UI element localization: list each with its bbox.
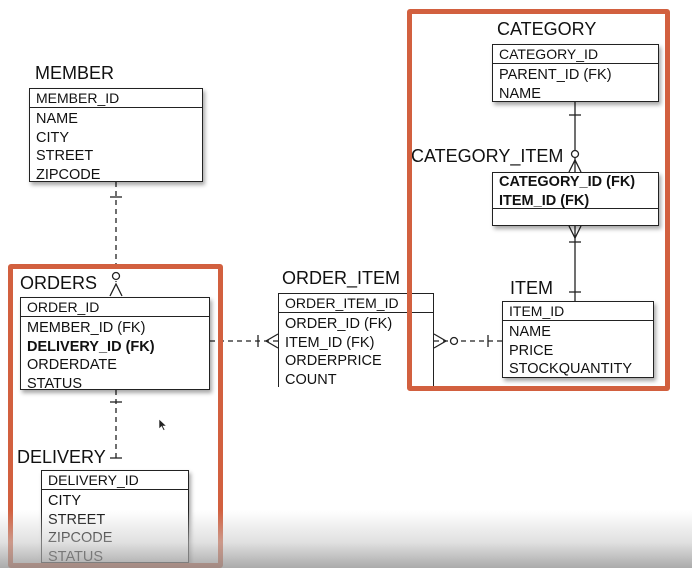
- member-attr: ZIPCODE: [36, 166, 101, 183]
- orders-attr: ORDERDATE: [27, 357, 117, 373]
- category-item-attr: ITEM_ID (FK): [499, 192, 590, 209]
- category-item-attrs: CATEGORY_ID (FK) ITEM_ID (FK): [493, 173, 658, 212]
- orders-attr: MEMBER_ID (FK): [27, 320, 146, 336]
- category-pk: CATEGORY_ID: [493, 45, 658, 64]
- order-item-attr: ORDER_ID (FK): [285, 316, 393, 332]
- order-item-attr: ITEM_ID (FK): [285, 334, 375, 351]
- order-item-attr: COUNT: [285, 371, 337, 388]
- category-item-attr: CATEGORY_ID (FK): [499, 174, 636, 190]
- order-item-pk: ORDER_ITEM_ID: [279, 294, 433, 313]
- mouse-cursor-icon: [158, 418, 168, 431]
- category-attrs: PARENT_ID (FK) NAME: [493, 64, 658, 105]
- member-attrs: NAME CITY STREET ZIPCODE: [30, 108, 202, 186]
- orders-delivery-highlight: [8, 264, 223, 568]
- orders-entity[interactable]: ORDER_ID MEMBER_ID (FK) DELIVERY_ID (FK)…: [20, 297, 210, 392]
- order-item-attrs: ORDER_ID (FK) ITEM_ID (FK) ORDERPRICE CO…: [279, 313, 433, 391]
- item-attr: NAME: [509, 324, 551, 340]
- orders-title: ORDERS: [20, 273, 98, 293]
- order-item-title: ORDER_ITEM: [282, 268, 401, 288]
- orders-pk: ORDER_ID: [21, 298, 209, 317]
- order-item-attr: ORDERPRICE: [285, 353, 382, 369]
- member-pk: MEMBER_ID: [30, 89, 202, 108]
- item-attrs: NAME PRICE STOCKQUANTITY: [503, 321, 653, 381]
- member-attr: CITY: [36, 129, 70, 146]
- category-attr: PARENT_ID (FK): [499, 67, 612, 83]
- orders-attrs: MEMBER_ID (FK) DELIVERY_ID (FK) ORDERDAT…: [21, 317, 209, 395]
- category-item-highlight: [407, 9, 670, 391]
- item-title: ITEM: [510, 278, 553, 298]
- delivery-title: DELIVERY: [17, 447, 106, 467]
- category-entity[interactable]: CATEGORY_ID PARENT_ID (FK) NAME: [492, 44, 659, 102]
- item-attr: STOCKQUANTITY: [509, 361, 632, 377]
- category-attr: NAME: [499, 85, 541, 102]
- item-pk: ITEM_ID: [503, 302, 653, 321]
- category-item-divider: [493, 208, 658, 209]
- delivery-attr: CITY: [48, 493, 82, 509]
- category-item-title: CATEGORY_ITEM: [411, 146, 564, 166]
- member-attr: NAME: [36, 111, 78, 127]
- orders-attr: DELIVERY_ID (FK): [27, 338, 155, 355]
- orders-attr: STATUS: [27, 375, 83, 392]
- item-entity[interactable]: ITEM_ID NAME PRICE STOCKQUANTITY: [502, 301, 654, 378]
- delivery-pk: DELIVERY_ID: [42, 471, 188, 490]
- member-title: MEMBER: [35, 63, 115, 83]
- member-entity[interactable]: MEMBER_ID NAME CITY STREET ZIPCODE: [29, 88, 203, 183]
- item-attr: PRICE: [509, 342, 554, 359]
- category-title: CATEGORY: [497, 19, 597, 39]
- category-item-entity[interactable]: CATEGORY_ID (FK) ITEM_ID (FK): [492, 172, 659, 226]
- member-attr: STREET: [36, 148, 94, 164]
